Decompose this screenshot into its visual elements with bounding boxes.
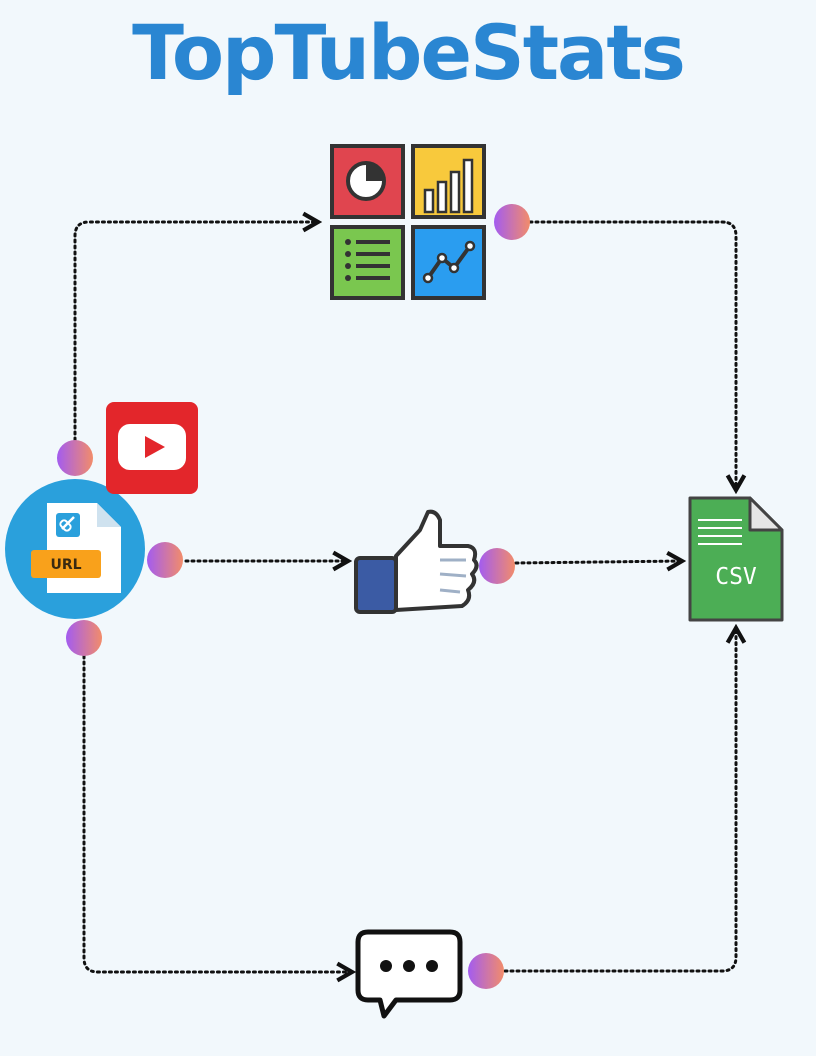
connector-dot xyxy=(494,204,530,240)
connector-dot xyxy=(57,440,93,476)
connector-dot xyxy=(147,542,183,578)
page-title: TopTubeStats xyxy=(132,8,686,97)
csv-file-icon: CSV xyxy=(688,496,784,622)
analytics-dashboard-icon xyxy=(330,144,486,300)
csv-label: CSV xyxy=(715,564,757,590)
connector-dot xyxy=(66,620,102,656)
connector-dot xyxy=(479,548,515,584)
speech-bubble-icon xyxy=(355,929,463,1019)
connector-dashboard-to-csv xyxy=(528,220,736,490)
url-file-icon: URL xyxy=(5,479,145,619)
url-label: URL xyxy=(50,557,81,573)
thumbs-up-icon xyxy=(354,509,479,614)
youtube-logo-icon xyxy=(106,402,198,494)
connector-url-to-dashboard xyxy=(73,222,318,442)
connector-comments-to-csv xyxy=(503,628,736,973)
connector-url-to-comments xyxy=(82,654,352,972)
connector-likes-to-csv xyxy=(514,561,682,563)
connector-dot xyxy=(468,953,504,989)
connector-dots xyxy=(57,204,530,989)
